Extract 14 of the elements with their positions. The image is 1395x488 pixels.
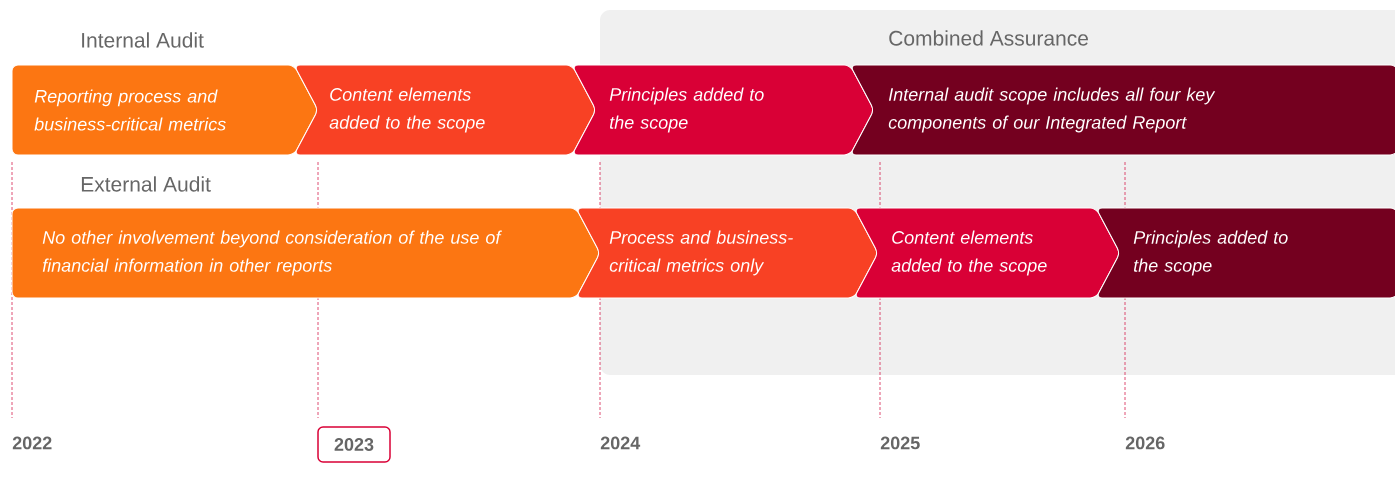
chevron-box: Reporting process and business-critical metrics xyxy=(11,64,317,156)
chevron-box: Principles added to the scope xyxy=(573,64,873,156)
section-heading: External Audit xyxy=(81,176,211,192)
year-label: 2025 xyxy=(880,436,920,450)
year-label: 2024 xyxy=(600,436,641,450)
chevron-box: Process and business-critical metrics only xyxy=(577,207,877,299)
chevron-box: Content elements added to the scope xyxy=(295,64,595,156)
year-label: 2022 xyxy=(12,436,52,450)
highlighted-year: 2023 xyxy=(316,419,392,463)
chevron-box: No other involvement beyond consideration of the use of financial information in other reports xyxy=(11,207,599,299)
chevron-box: Internal audit scope includes all four key components of our Integrated Report xyxy=(851,64,1395,156)
chevron-box: Content elements added to the scope xyxy=(855,207,1119,299)
year-label: 2026 xyxy=(1125,436,1165,450)
chevron-box: Principles added to the scope xyxy=(1097,207,1395,299)
